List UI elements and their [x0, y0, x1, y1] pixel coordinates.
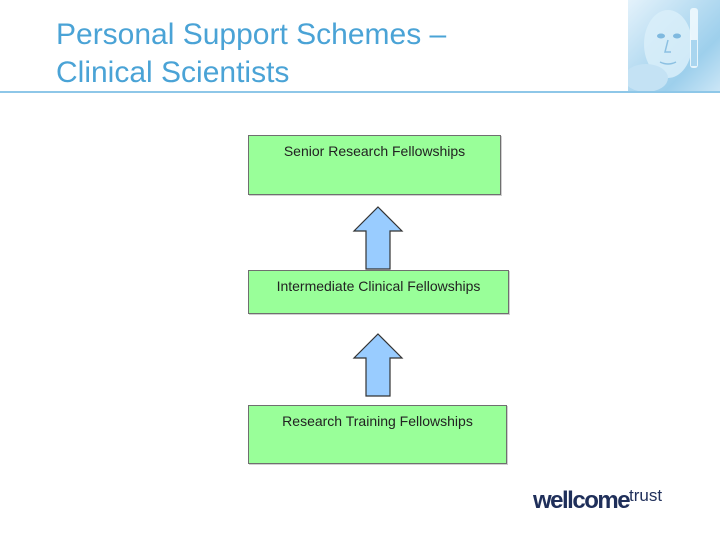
box-intermediate-clinical-fellowships: Intermediate Clinical Fellowships: [248, 270, 509, 314]
slide-title: Personal Support Schemes – Clinical Scie…: [56, 16, 446, 92]
up-arrow-icon: [352, 206, 404, 270]
wellcome-trust-logo: wellcometrust: [533, 486, 662, 515]
box-senior-research-fellowships: Senior Research Fellowships: [248, 135, 501, 195]
up-arrow-icon: [352, 333, 404, 397]
slide-title-line-1: Personal Support Schemes –: [56, 18, 447, 51]
box-label: Research Training Fellowships: [282, 413, 473, 429]
title-divider: [0, 91, 720, 93]
logo-wellcome: wellcome: [533, 487, 631, 514]
logo-trust: trust: [629, 486, 663, 505]
box-label: Senior Research Fellowships: [283, 143, 466, 159]
box-research-training-fellowships: Research Training Fellowships: [248, 405, 507, 464]
box-label: Intermediate Clinical Fellowships: [276, 278, 481, 294]
slide-title-line-2: Clinical Scientists: [56, 56, 290, 89]
scientist-photo-icon: [628, 0, 720, 91]
